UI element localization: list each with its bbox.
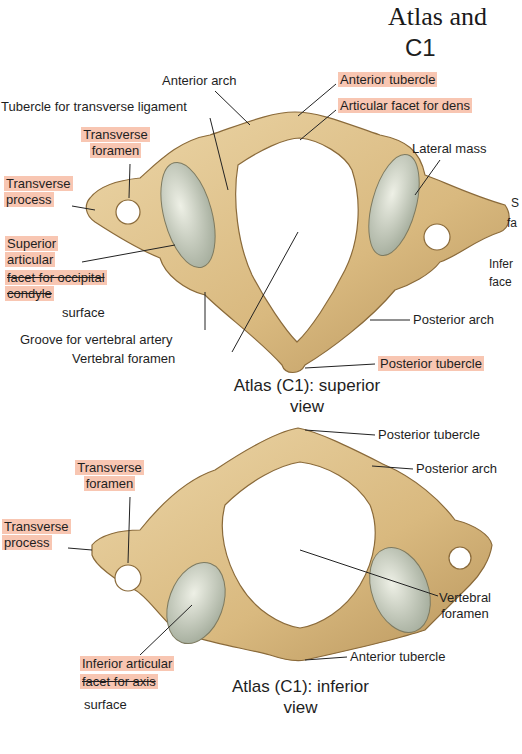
- part-label: Infer: [489, 257, 513, 271]
- leader-line: [140, 605, 192, 655]
- part-label: Posterior tubercle: [378, 356, 484, 372]
- leader-line: [305, 430, 375, 435]
- part-label: surface: [62, 305, 105, 321]
- label-text: Vertebral foramen: [439, 590, 491, 621]
- leader-line: [82, 245, 175, 262]
- label-text: surface: [62, 305, 105, 320]
- part-label: Atlas (C1): inferior view: [228, 676, 373, 718]
- leader-line: [72, 206, 95, 210]
- leader-line: [128, 497, 130, 563]
- part-label: Anterior tubercle: [338, 72, 437, 88]
- articular-facet: [359, 539, 442, 641]
- label-text: Tubercle for transverse ligament: [1, 99, 187, 114]
- part-label: Lateral mass: [412, 141, 486, 157]
- label-text: Transverse foramen: [81, 127, 150, 158]
- label-text: face: [489, 275, 512, 289]
- articular-facet: [156, 554, 235, 651]
- label-text: Posterior arch: [416, 461, 497, 476]
- part-label: Transverse process: [4, 176, 76, 208]
- label-text: surface: [84, 697, 127, 712]
- label-text: Transverse process: [4, 176, 73, 207]
- transverse-foramen: [116, 200, 140, 224]
- label-text: C1: [405, 34, 436, 61]
- part-label: Posterior tubercle: [378, 427, 480, 443]
- leader-lines: [68, 84, 440, 660]
- leader-line: [68, 548, 92, 550]
- label-text: Posterior arch: [413, 312, 494, 327]
- part-label: C1: [405, 33, 436, 62]
- leader-line: [300, 110, 336, 140]
- label-text: Vertebral foramen: [72, 351, 175, 366]
- leader-line: [415, 160, 440, 195]
- part-label: Groove for vertebral artery: [20, 332, 172, 348]
- label-text: Anterior arch: [162, 73, 236, 88]
- leader-line: [305, 364, 375, 368]
- label-text: Lateral mass: [412, 141, 486, 156]
- part-label: surface: [84, 697, 127, 713]
- label-text: Posterior tubercle: [378, 427, 480, 442]
- part-label: Articular facet for dens: [338, 98, 472, 114]
- label-text: Transverse foramen: [75, 460, 144, 491]
- label-text: Anterior tubercle: [338, 72, 437, 87]
- part-label: facet for occipital condyle: [5, 270, 105, 302]
- label-text: Infer: [489, 257, 513, 271]
- part-label: S: [511, 196, 519, 210]
- label-text: S: [511, 196, 519, 210]
- leader-line: [232, 232, 298, 352]
- articular-facet: [359, 149, 428, 261]
- label-text: Groove for vertebral artery: [20, 332, 172, 347]
- label-text: facet for axis: [80, 674, 158, 689]
- part-label: Tubercle for transverse ligament: [1, 99, 187, 115]
- transverse-foramen: [424, 224, 450, 250]
- label-text: Atlas (C1): inferior view: [232, 677, 369, 717]
- part-label: Inferior articular: [80, 656, 174, 672]
- leader-line: [298, 84, 336, 116]
- leader-line: [210, 118, 228, 190]
- label-text: Articular facet for dens: [338, 98, 472, 113]
- label-text: Atlas (C1): superior view: [234, 376, 380, 416]
- part-label: Posterior arch: [416, 461, 497, 477]
- label-text: facet for occipital condyle: [5, 270, 107, 301]
- part-label: Transverse foramen: [78, 127, 153, 159]
- part-label: Vertebral foramen: [72, 351, 175, 367]
- part-label: Transverse foramen: [72, 460, 147, 492]
- part-label: Transverse process: [2, 519, 70, 551]
- part-label: Posterior arch: [413, 312, 494, 328]
- leader-line: [300, 550, 438, 596]
- transverse-foramen: [449, 547, 471, 569]
- leader-line: [215, 91, 250, 125]
- label-text: Posterior tubercle: [378, 356, 484, 371]
- title: Atlas and: [388, 2, 487, 32]
- part-label: facet for axis: [80, 674, 158, 690]
- part-label: Vertebral foramen: [430, 590, 500, 622]
- part-label: Anterior tubercle: [350, 649, 445, 665]
- part-label: Atlas (C1): superior view: [232, 375, 382, 417]
- leader-line: [305, 657, 347, 660]
- leader-line: [129, 164, 130, 198]
- label-text: Transverse process: [2, 519, 71, 550]
- leader-line: [205, 292, 206, 330]
- label-text: Anterior tubercle: [350, 649, 445, 664]
- part-label: face: [489, 275, 512, 289]
- part-label: fa: [507, 216, 517, 230]
- articular-facet: [151, 157, 225, 274]
- label-text: fa: [507, 216, 517, 230]
- leader-line: [372, 466, 413, 469]
- leader-line: [370, 320, 410, 321]
- label-text: Inferior articular: [80, 656, 174, 671]
- part-label: Superior articular: [5, 236, 77, 268]
- part-label: Anterior arch: [162, 73, 236, 89]
- transverse-foramen: [115, 565, 141, 591]
- label-text: Superior articular: [5, 236, 58, 267]
